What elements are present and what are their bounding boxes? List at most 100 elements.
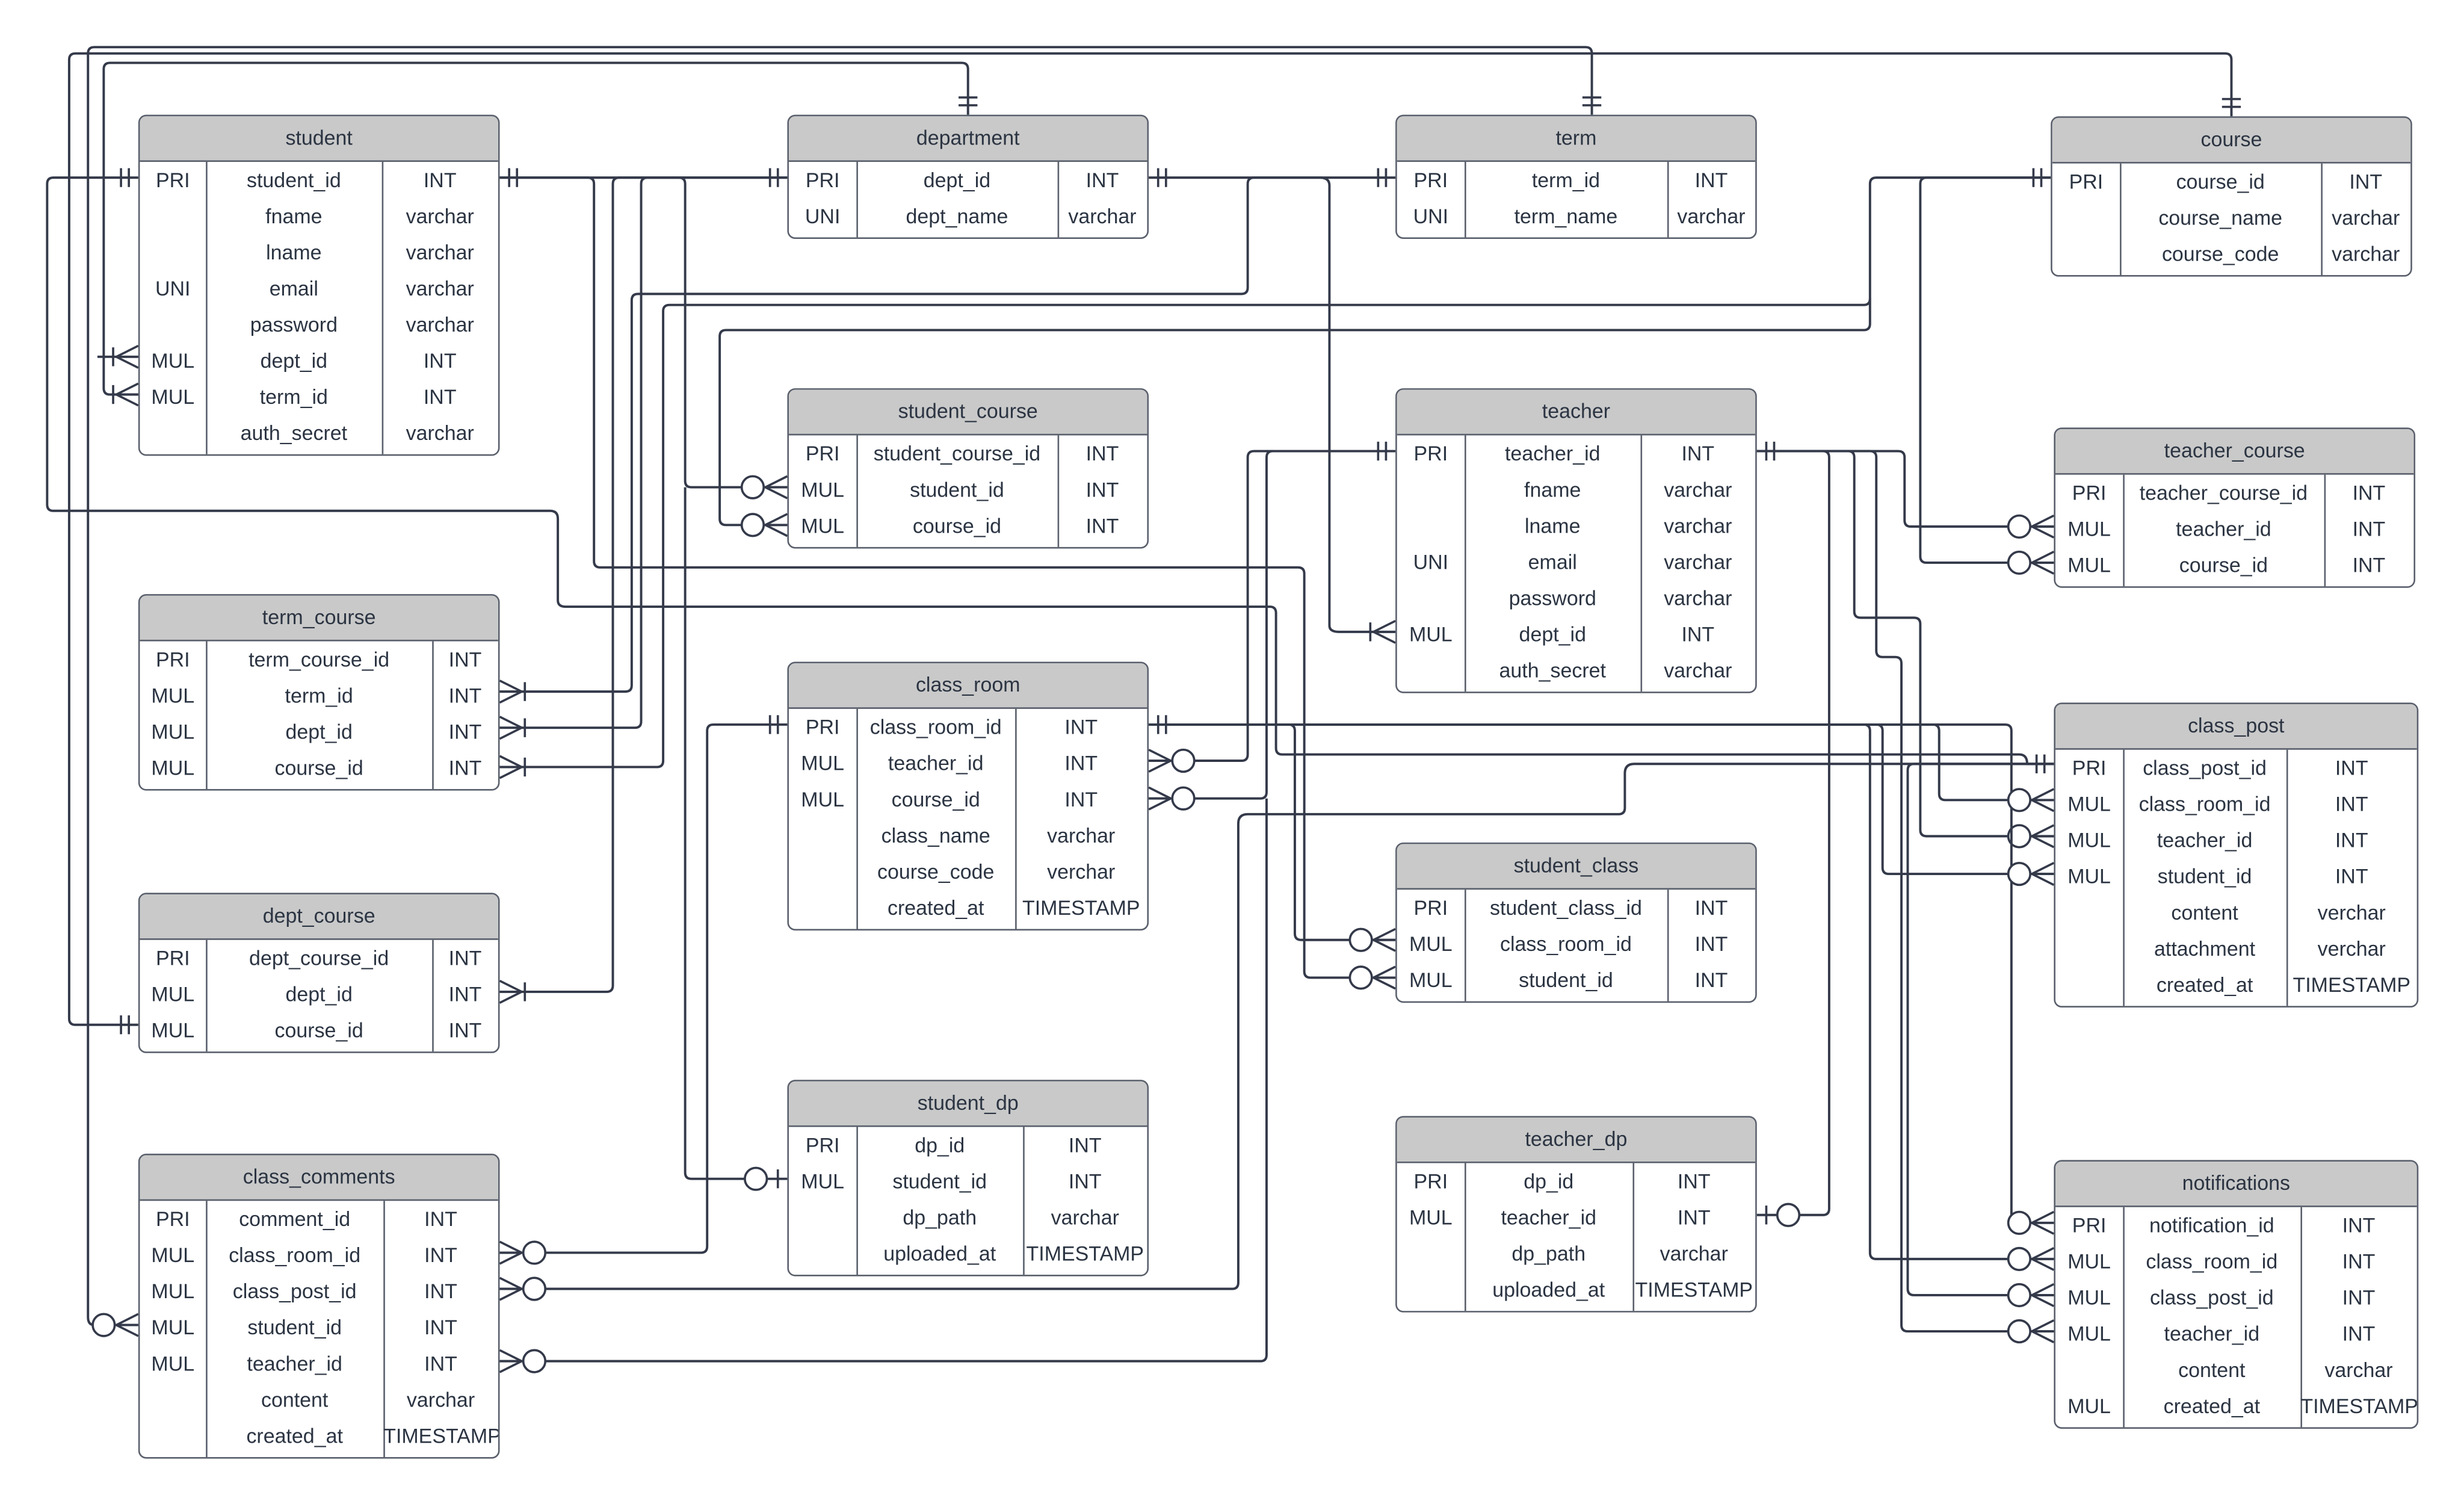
column-type: INT	[1694, 168, 1728, 192]
wire-course-term-course	[499, 299, 1871, 769]
column-name: class_post_id	[2143, 756, 2267, 780]
column-type: varchar	[1677, 204, 1746, 228]
column-divider	[432, 641, 434, 790]
column-type: INT	[2352, 517, 2386, 541]
key-cell: PRI	[805, 1133, 840, 1157]
key-cell: MUL	[801, 1169, 845, 1193]
column-type: varchar	[406, 204, 474, 228]
column-type: varchar	[1664, 477, 1732, 502]
key-cell: PRI	[2072, 481, 2107, 505]
column-name: student_id	[247, 1315, 342, 1340]
